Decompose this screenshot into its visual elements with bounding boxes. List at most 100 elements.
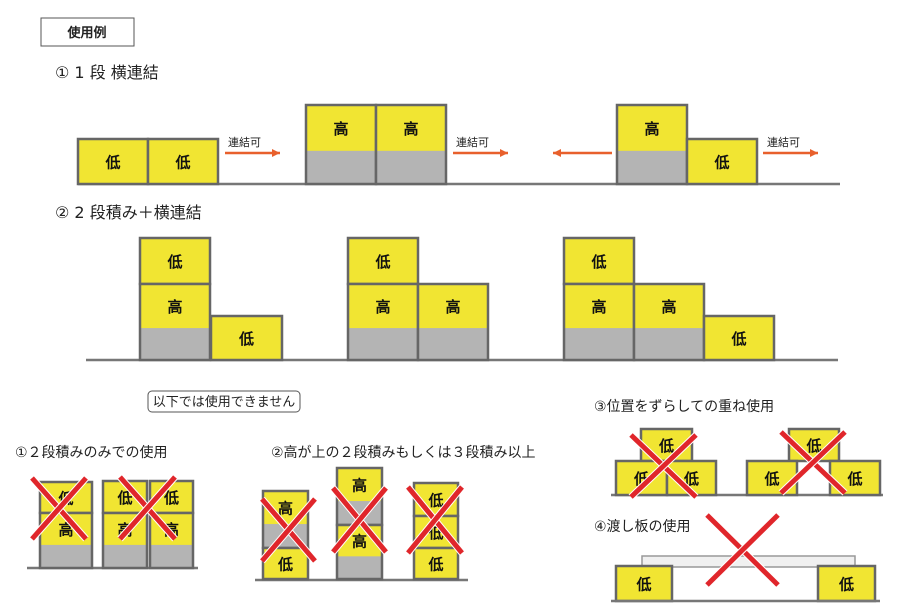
container-gray-part xyxy=(140,328,210,360)
cross-mark-icon xyxy=(629,433,698,499)
container-label: 低 xyxy=(174,154,190,172)
arrow-right-icon xyxy=(810,149,818,157)
container-label: 低 xyxy=(713,154,729,172)
section-ng1-label: ①２段積みのみでの使用 xyxy=(15,444,168,461)
container-gray-part xyxy=(634,328,704,360)
cross-mark-icon xyxy=(260,497,317,563)
cross-mark-icon xyxy=(705,513,780,587)
container-gray-part xyxy=(617,150,687,184)
container-gray-part xyxy=(103,544,147,568)
container-label: 低 xyxy=(730,330,746,348)
low-container: 低 xyxy=(745,459,799,497)
container-border xyxy=(374,103,448,186)
low-container: 低 xyxy=(261,546,310,581)
container-label: 高 xyxy=(352,477,367,495)
low-container: 低 xyxy=(685,137,759,186)
container-fill xyxy=(704,316,774,360)
high-container: 高 xyxy=(374,103,448,186)
container-gray-part xyxy=(150,544,193,568)
container-border xyxy=(101,511,149,570)
container-border xyxy=(146,137,220,186)
container-border xyxy=(209,314,284,362)
container-label: 低 xyxy=(805,437,821,455)
high-container: 高 xyxy=(632,282,706,362)
container-fill xyxy=(348,238,418,284)
container-label: 低 xyxy=(590,253,606,271)
cross-mark-icon xyxy=(406,485,464,555)
container-fill xyxy=(78,139,148,184)
container-label: 高 xyxy=(167,298,182,316)
container-gray-part xyxy=(337,556,382,579)
container-label: 低 xyxy=(763,470,779,488)
container-label: 高 xyxy=(591,298,606,316)
container-label: 高 xyxy=(278,500,293,518)
container-label: 高 xyxy=(333,120,348,138)
title: 使用例 xyxy=(66,25,106,41)
low-container: 低 xyxy=(346,236,420,286)
low-container: 低 xyxy=(614,564,674,603)
arrow-right-icon xyxy=(272,149,280,157)
container-gray-part xyxy=(418,328,488,360)
container-label: 低 xyxy=(277,556,293,574)
arrow-label: 連結可 xyxy=(456,135,489,149)
arrow-left-icon xyxy=(553,149,561,157)
container-fill xyxy=(616,566,672,601)
container-label: 低 xyxy=(658,437,674,455)
cross-mark-icon xyxy=(779,430,847,495)
high-container: 高 xyxy=(416,282,490,362)
low-container: 低 xyxy=(702,314,776,362)
low-container: 低 xyxy=(816,564,877,603)
container-fill xyxy=(818,566,875,601)
cross-mark-icon xyxy=(331,486,388,554)
cross-mark-icon xyxy=(30,476,88,541)
container-label: 高 xyxy=(644,120,659,138)
container-label: 低 xyxy=(166,253,182,271)
section-ng2-label: ②高が上の２段積みもしくは３段積み以上 xyxy=(271,444,536,461)
container-gray-part xyxy=(376,150,446,184)
low-container: 低 xyxy=(562,236,636,286)
high-container: 高 xyxy=(346,282,420,362)
container-label: 低 xyxy=(116,489,132,507)
cross-mark-icon xyxy=(118,475,177,541)
container-gray-part xyxy=(40,544,92,568)
container-border xyxy=(412,546,460,581)
container-label: 低 xyxy=(838,576,854,594)
arrow-label: 連結可 xyxy=(767,135,800,149)
section-ok1-label: ① 1 段 横連結 xyxy=(55,63,159,82)
container-label: 低 xyxy=(427,492,443,510)
low-container: 低 xyxy=(76,137,150,186)
low-container: 低 xyxy=(209,314,284,362)
section-ok2-label: ② 2 段積み＋横連結 xyxy=(55,203,202,222)
ng-note: 以下では使用できません xyxy=(153,394,296,410)
container-gray-part xyxy=(306,150,376,184)
container-label: 高 xyxy=(661,298,676,316)
container-label: 低 xyxy=(104,154,120,172)
container-label: 高 xyxy=(445,298,460,316)
low-container: 低 xyxy=(146,137,220,186)
container-label: 低 xyxy=(635,576,651,594)
container-gray-part xyxy=(348,328,418,360)
section-ng3-label: ③位置をずらしての重ね使用 xyxy=(594,398,774,415)
container-label: 高 xyxy=(403,120,418,138)
low-container: 低 xyxy=(412,546,460,581)
container-border xyxy=(702,314,776,362)
container-label: 高 xyxy=(375,298,390,316)
arrow-right-icon xyxy=(500,149,508,157)
container-label: 低 xyxy=(427,556,443,574)
high-container: 高 xyxy=(138,282,212,362)
container-fill xyxy=(414,548,458,579)
container-fill xyxy=(148,139,218,184)
container-fill xyxy=(211,316,282,360)
container-fill xyxy=(687,139,757,184)
title-box xyxy=(40,17,135,47)
container-border xyxy=(148,511,195,570)
container-fill xyxy=(564,238,634,284)
ng-note-box xyxy=(147,390,301,413)
container-label: 低 xyxy=(238,330,254,348)
low-container: 低 xyxy=(138,236,212,286)
arrow-label: 連結可 xyxy=(228,135,261,149)
container-fill xyxy=(140,238,210,284)
high-container: 高 xyxy=(304,103,378,186)
